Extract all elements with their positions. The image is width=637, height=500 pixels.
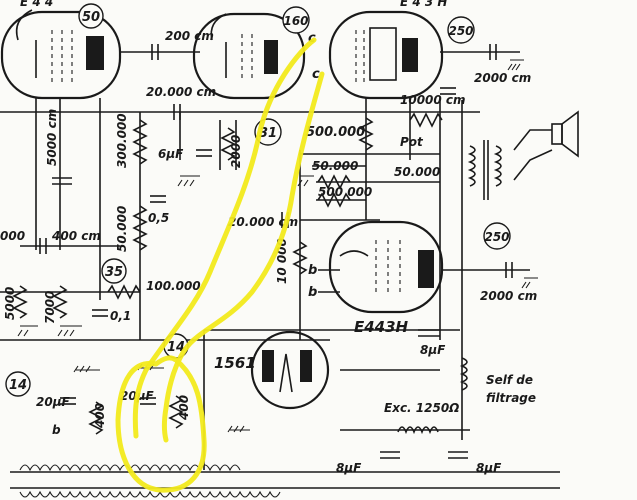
ring-35: 35 — [105, 265, 123, 280]
ground-marks — [17, 59, 538, 433]
ring-labels: 50 160 250 31 250 35 14 14 — [5, 3, 511, 397]
label-e443h: E443H — [354, 318, 409, 336]
ring-160: 160 — [283, 14, 308, 28]
label-300000: 300.000 — [115, 113, 129, 168]
tube-rectifier-1561 — [250, 330, 330, 410]
label-8uf-a: 8µF — [420, 343, 446, 357]
label-8uf-c: 8µF — [476, 461, 502, 475]
label-20uf-left: 20µF — [36, 395, 71, 409]
ring-14-highlighted: 14 — [167, 340, 185, 355]
label-50000-b: 50.000 — [394, 165, 440, 179]
label-2000cm-top: 2000 cm — [474, 71, 531, 85]
tube-left — [0, 9, 122, 100]
ring-250-top: 250 — [448, 24, 473, 38]
label-self-de: Self de — [486, 373, 533, 387]
yellow-highlight-annotation — [115, 37, 325, 493]
pin-c-2: c — [312, 67, 320, 82]
label-500000-top: 500.000 — [306, 125, 365, 140]
label-10000cm: 10000 cm — [400, 93, 466, 107]
ring-250-bottom: 250 — [484, 230, 509, 244]
label-2000cm-bottom: 2000 cm — [480, 289, 537, 303]
pin-b-2: b — [308, 285, 317, 300]
label-200cm: 200 cm — [165, 29, 214, 43]
top-cut-label-right: E 4 3 H — [400, 0, 447, 9]
ring-31: 31 — [259, 126, 277, 141]
top-cut-label-left: E 4 4 — [20, 0, 53, 9]
label-filtrage: filtrage — [486, 391, 536, 405]
label-6uf: 6µF — [158, 147, 184, 161]
label-20000cm-b: 20.000 cm — [228, 215, 298, 229]
pin-b-3: b — [52, 423, 61, 437]
label-2000-vertical: 2000 — [229, 135, 243, 168]
label-8uf-b: 8µF — [336, 461, 362, 475]
label-500000-b: 500 000 — [318, 185, 372, 199]
ring-14-left: 14 — [9, 378, 27, 393]
label-400-left: 400 — [93, 403, 107, 429]
tube-output-top — [328, 10, 444, 100]
label-0-1: 0,1 — [110, 309, 131, 323]
tube-e443h — [328, 220, 444, 314]
label-50000-a: 50.000 — [312, 159, 358, 173]
label-7000-vertical: 7000 — [43, 291, 57, 324]
pin-b-1: b — [308, 263, 317, 278]
label-pot: Pot — [400, 135, 424, 149]
label-400cm: 400 cm — [51, 229, 101, 243]
label-exc: Exc. 1250Ω — [384, 401, 459, 415]
resistors — [12, 112, 443, 435]
label-000: 000 — [0, 229, 25, 243]
capacitors — [39, 44, 513, 459]
wiring — [0, 51, 560, 489]
label-0-5: 0,5 — [148, 211, 169, 225]
coils — [19, 140, 502, 498]
label-20000cm: 20.000 cm — [146, 85, 216, 99]
label-5000cm: 5000 cm — [45, 109, 59, 166]
label-100000: 100.000 — [146, 279, 201, 293]
ring-50: 50 — [82, 10, 100, 25]
label-1561: 1561 — [214, 354, 256, 372]
label-5000-vertical: 5000 — [3, 287, 17, 320]
loudspeaker-icon — [513, 110, 579, 181]
label-50000-c: 50.000 — [115, 206, 129, 252]
tube-middle — [192, 12, 306, 100]
label-400-right: 400 — [177, 395, 191, 421]
